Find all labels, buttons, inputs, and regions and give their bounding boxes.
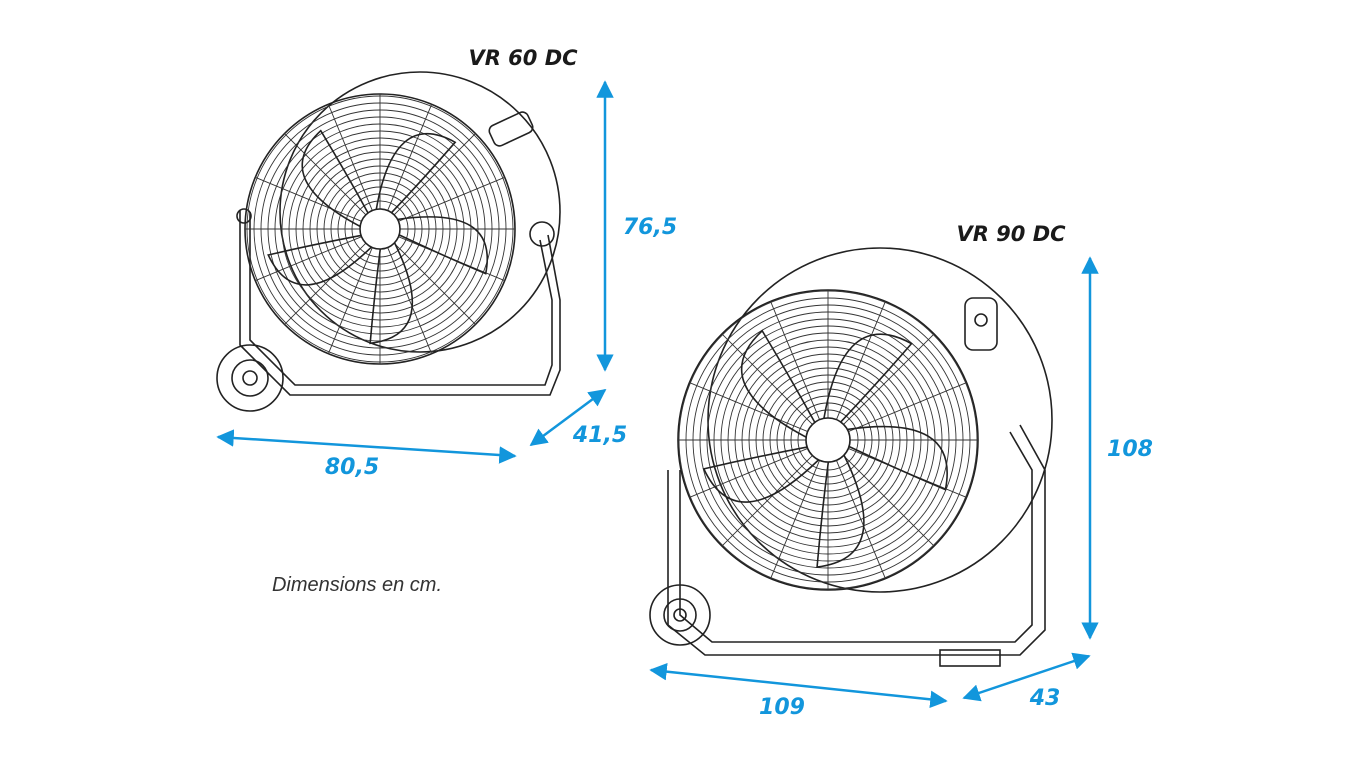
fan-hub <box>805 417 851 463</box>
depth-arrow-vr60 <box>529 388 607 447</box>
fan-blade <box>375 132 457 214</box>
fan-drawing-vr90 <box>649 247 1053 667</box>
wheel <box>216 344 284 412</box>
fan-handle <box>488 111 534 147</box>
model-title-vr60: VR 60 DC <box>468 46 578 70</box>
fan-blade <box>397 216 488 275</box>
height-label-vr60: 76,5 <box>623 215 677 240</box>
control-panel <box>964 297 998 351</box>
fan-blade <box>267 234 372 286</box>
height-label-vr90: 108 <box>1107 437 1153 462</box>
fan-blade <box>301 129 369 228</box>
fan-blade <box>816 454 865 568</box>
fan-drawing-vr60 <box>216 71 561 412</box>
fan-blade <box>847 425 948 491</box>
wheel <box>649 584 711 646</box>
fan-drum <box>279 71 561 353</box>
depth-label-vr60: 41,5 <box>572 423 627 448</box>
depth-label-vr90: 43 <box>1029 686 1061 711</box>
fan-hub <box>359 208 401 250</box>
width-label-vr90: 109 <box>759 695 805 720</box>
fan-blade <box>740 329 816 438</box>
fan-drum <box>707 247 1053 593</box>
fan-blade <box>823 333 913 423</box>
model-title-vr90: VR 90 DC <box>956 222 1066 246</box>
units-note: Dimensions en cm. <box>272 574 442 596</box>
fan-stand <box>667 424 1046 656</box>
width-arrow-vr60 <box>216 429 517 464</box>
fan-blade <box>702 446 820 503</box>
width-arrow-vr90 <box>649 662 948 709</box>
fan-blade <box>369 242 414 345</box>
width-label-vr60: 80,5 <box>325 455 379 480</box>
depth-arrow-vr90 <box>962 652 1091 702</box>
